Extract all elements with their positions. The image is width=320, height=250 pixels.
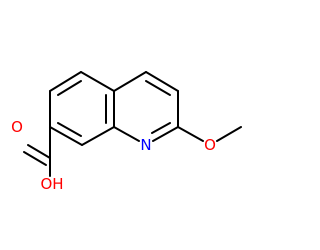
- bond-c2-n1: [152, 126, 179, 142]
- bond-c2-omethoxy: [177, 126, 204, 142]
- carbonyl-oxygen-label: O: [11, 118, 23, 136]
- methoxy-oxygen-label: O: [204, 136, 216, 154]
- atom-label-layer: N O O OH: [11, 118, 216, 193]
- bond-n1-c8a: [113, 126, 140, 142]
- structure-canvas: N O O OH: [11, 71, 242, 193]
- bond-c4-c3: [145, 71, 179, 92]
- nitrogen-atom-label: N: [140, 136, 151, 154]
- bond-c4-c3-inner: [145, 80, 171, 96]
- bond-cacid-ocarbonyl-second: [23, 151, 47, 166]
- bond-c4a-c4: [113, 71, 147, 92]
- bond-c7-c8: [49, 126, 83, 146]
- bond-c5-c6: [49, 71, 82, 92]
- bond-omethoxy-ch3: [216, 126, 242, 142]
- bond-c5-c6-inner: [57, 80, 82, 96]
- hydroxyl-label: OH: [40, 175, 63, 193]
- bond-c7-c8-inner: [57, 122, 82, 137]
- bond-c8-c8a: [81, 126, 115, 146]
- bond-layer: [23, 71, 242, 177]
- bond-c4a-c5: [80, 71, 115, 92]
- bond-c2-n1-inner: [151, 122, 171, 134]
- molecule-drawing: N O O OH: [11, 71, 242, 193]
- bond-cacid-ocarbonyl: [27, 144, 51, 159]
